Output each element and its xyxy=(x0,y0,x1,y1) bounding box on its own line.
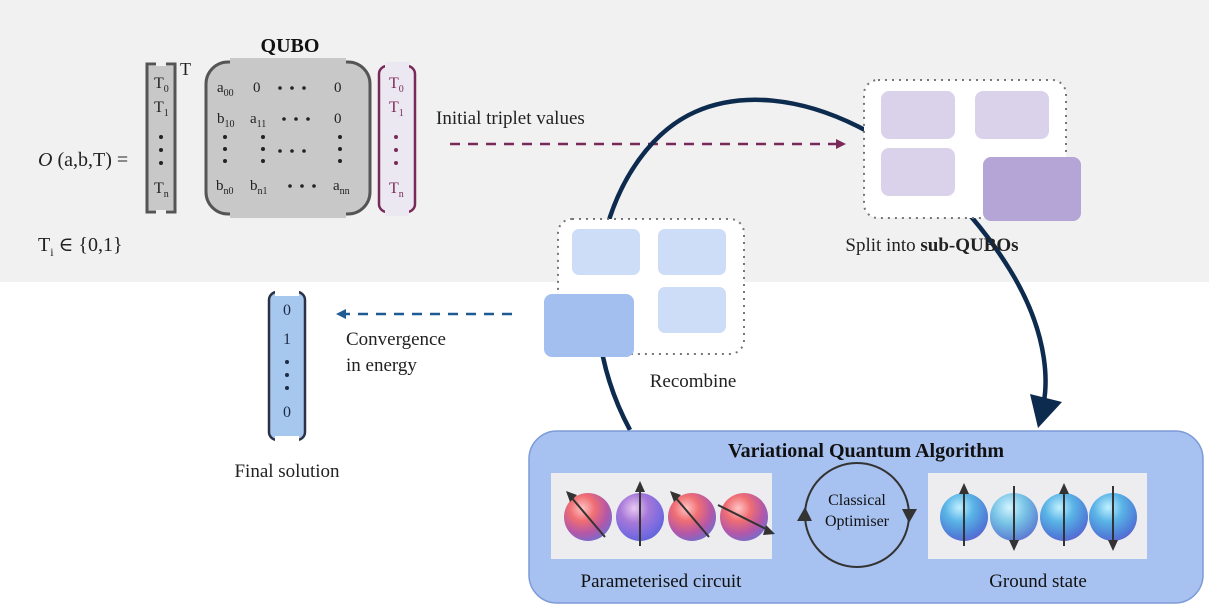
convergence-label-line1: Convergence xyxy=(346,329,446,350)
matrix-cell: b10 xyxy=(217,111,235,130)
initial-triplet-label: Initial triplet values xyxy=(436,108,585,129)
sub-qubo-block xyxy=(975,91,1049,139)
cycle-arrows-icon xyxy=(797,462,917,568)
matrix-cell: 0 xyxy=(334,111,342,127)
recombine-block xyxy=(572,229,640,275)
matrix-cell: ann xyxy=(333,178,350,197)
qubo-title: QUBO xyxy=(261,35,320,57)
split-label: Split into sub-QUBOs xyxy=(845,235,1018,256)
qubo-bracket-gap-top xyxy=(230,58,346,68)
vqa-title: Variational Quantum Algorithm xyxy=(728,440,1004,462)
final-vector-entry: 0 xyxy=(283,302,291,319)
matrix-cell: a00 xyxy=(217,80,234,99)
optimiser-label-line1: Classical xyxy=(828,492,886,509)
final-vector-gap-top xyxy=(275,288,299,296)
final-solution-label: Final solution xyxy=(234,461,340,482)
iteration-arrowhead xyxy=(1030,394,1062,428)
transpose-symbol: T xyxy=(180,59,191,79)
qubit-sphere-icon xyxy=(990,486,1038,551)
right-vector-gap-top xyxy=(385,62,409,70)
matrix-hdots xyxy=(278,86,306,90)
left-vector-entry: Tn xyxy=(154,180,169,200)
final-vector-gap-bottom xyxy=(275,436,299,444)
qubit-sphere-icon xyxy=(1089,486,1137,551)
matrix-cell: 0 xyxy=(334,80,342,96)
recombine-label: Recombine xyxy=(650,371,737,392)
final-vector-entry: 0 xyxy=(283,404,291,421)
matrix-hdots xyxy=(282,117,310,121)
sub-qubo-block xyxy=(881,91,955,139)
right-vector-entry: T1 xyxy=(389,99,404,119)
matrix-middle-dots xyxy=(223,135,342,163)
qubit-sphere-icon xyxy=(940,483,988,546)
final-vector-entry: 1 xyxy=(283,331,291,348)
qubit-sphere-icon xyxy=(616,481,664,546)
convergence-label-line2: in energy xyxy=(346,355,417,376)
matrix-cell: bn0 xyxy=(216,178,234,197)
left-vector-entry: T0 xyxy=(154,75,169,95)
right-vector-entry: Tn xyxy=(389,180,404,200)
matrix-cell: a11 xyxy=(250,111,266,130)
recombine-block xyxy=(658,287,726,333)
left-vector-vdots xyxy=(159,135,163,165)
matrix-cell: 0 xyxy=(253,80,261,96)
binary-domain: Ti ∈ {0,1} xyxy=(38,234,123,259)
final-vector-vdots xyxy=(285,360,289,390)
right-vector-gap-bottom xyxy=(385,208,409,216)
recombine-block xyxy=(658,229,726,275)
matrix-cell: bn1 xyxy=(250,178,268,197)
left-vector-bracket-right xyxy=(166,62,177,214)
left-vector-bracket-left xyxy=(145,62,156,214)
parameterised-circuit-label: Parameterised circuit xyxy=(581,571,743,592)
qubit-sphere-icon xyxy=(1040,483,1088,546)
objective-function: O (a,b,T) = xyxy=(38,149,128,171)
optimiser-label-line2: Optimiser xyxy=(825,513,890,530)
qubo-bracket-gap-bottom xyxy=(230,208,346,218)
qubit-sphere-icon xyxy=(564,491,612,541)
ground-state-label: Ground state xyxy=(989,571,1087,592)
sub-qubo-block xyxy=(881,148,955,196)
matrix-hdots xyxy=(288,184,316,188)
qubit-sphere-icon xyxy=(717,493,775,541)
right-vector-vdots xyxy=(394,135,398,165)
left-vector-entry: T1 xyxy=(154,99,169,119)
right-vector-entry: T0 xyxy=(389,75,404,95)
qubit-sphere-icon xyxy=(668,491,716,541)
sub-qubo-highlight-block xyxy=(983,157,1081,221)
recombine-highlight-block xyxy=(544,294,634,357)
